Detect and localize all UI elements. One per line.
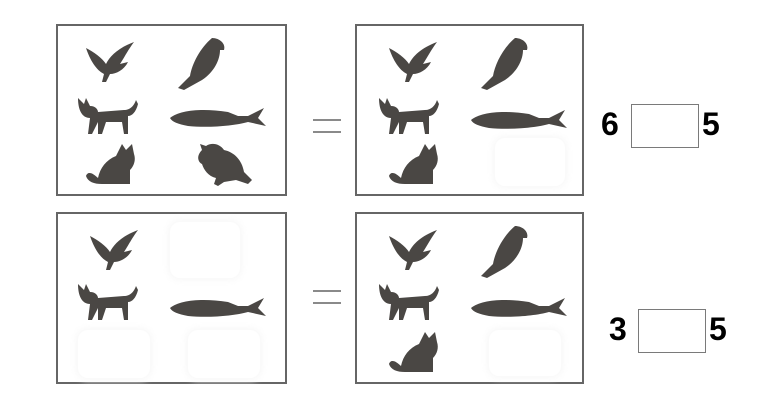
erased-hamster-area <box>495 138 565 186</box>
answer-box[interactable] <box>631 104 699 148</box>
row1-right-panel <box>355 24 584 196</box>
erased-cat-sitting-area <box>78 330 150 378</box>
answer-box[interactable] <box>638 309 706 353</box>
row1-left-panel <box>56 24 287 196</box>
right-number: 5 <box>709 313 727 345</box>
right-number: 5 <box>702 108 720 140</box>
cat-walking-icon <box>76 96 138 136</box>
erased-hamster-area <box>489 330 561 376</box>
bird-icon <box>387 40 445 84</box>
hamster-icon <box>194 140 254 188</box>
fish-icon <box>168 298 268 318</box>
cat-sitting-icon <box>387 142 443 186</box>
parrot-icon <box>174 36 230 92</box>
parrot-icon <box>477 36 533 92</box>
erased-parrot-area <box>170 222 240 278</box>
fish-icon <box>168 108 268 128</box>
left-number: 3 <box>609 313 627 345</box>
cat-walking-icon <box>76 282 138 322</box>
parrot-icon <box>477 224 533 280</box>
erased-hamster-area <box>188 330 260 378</box>
row2-right-panel <box>355 212 584 384</box>
equals-sign <box>313 290 341 304</box>
cat-sitting-icon <box>387 330 443 374</box>
bird-icon <box>387 228 445 272</box>
fish-icon <box>469 298 569 318</box>
row2-left-panel <box>56 212 287 384</box>
cat-sitting-icon <box>84 142 140 186</box>
fish-icon <box>469 110 569 130</box>
left-number: 6 <box>601 108 619 140</box>
cat-walking-icon <box>377 282 439 322</box>
equals-sign <box>313 119 341 133</box>
cat-walking-icon <box>377 96 439 136</box>
bird-icon <box>84 40 142 84</box>
bird-icon <box>88 228 146 272</box>
